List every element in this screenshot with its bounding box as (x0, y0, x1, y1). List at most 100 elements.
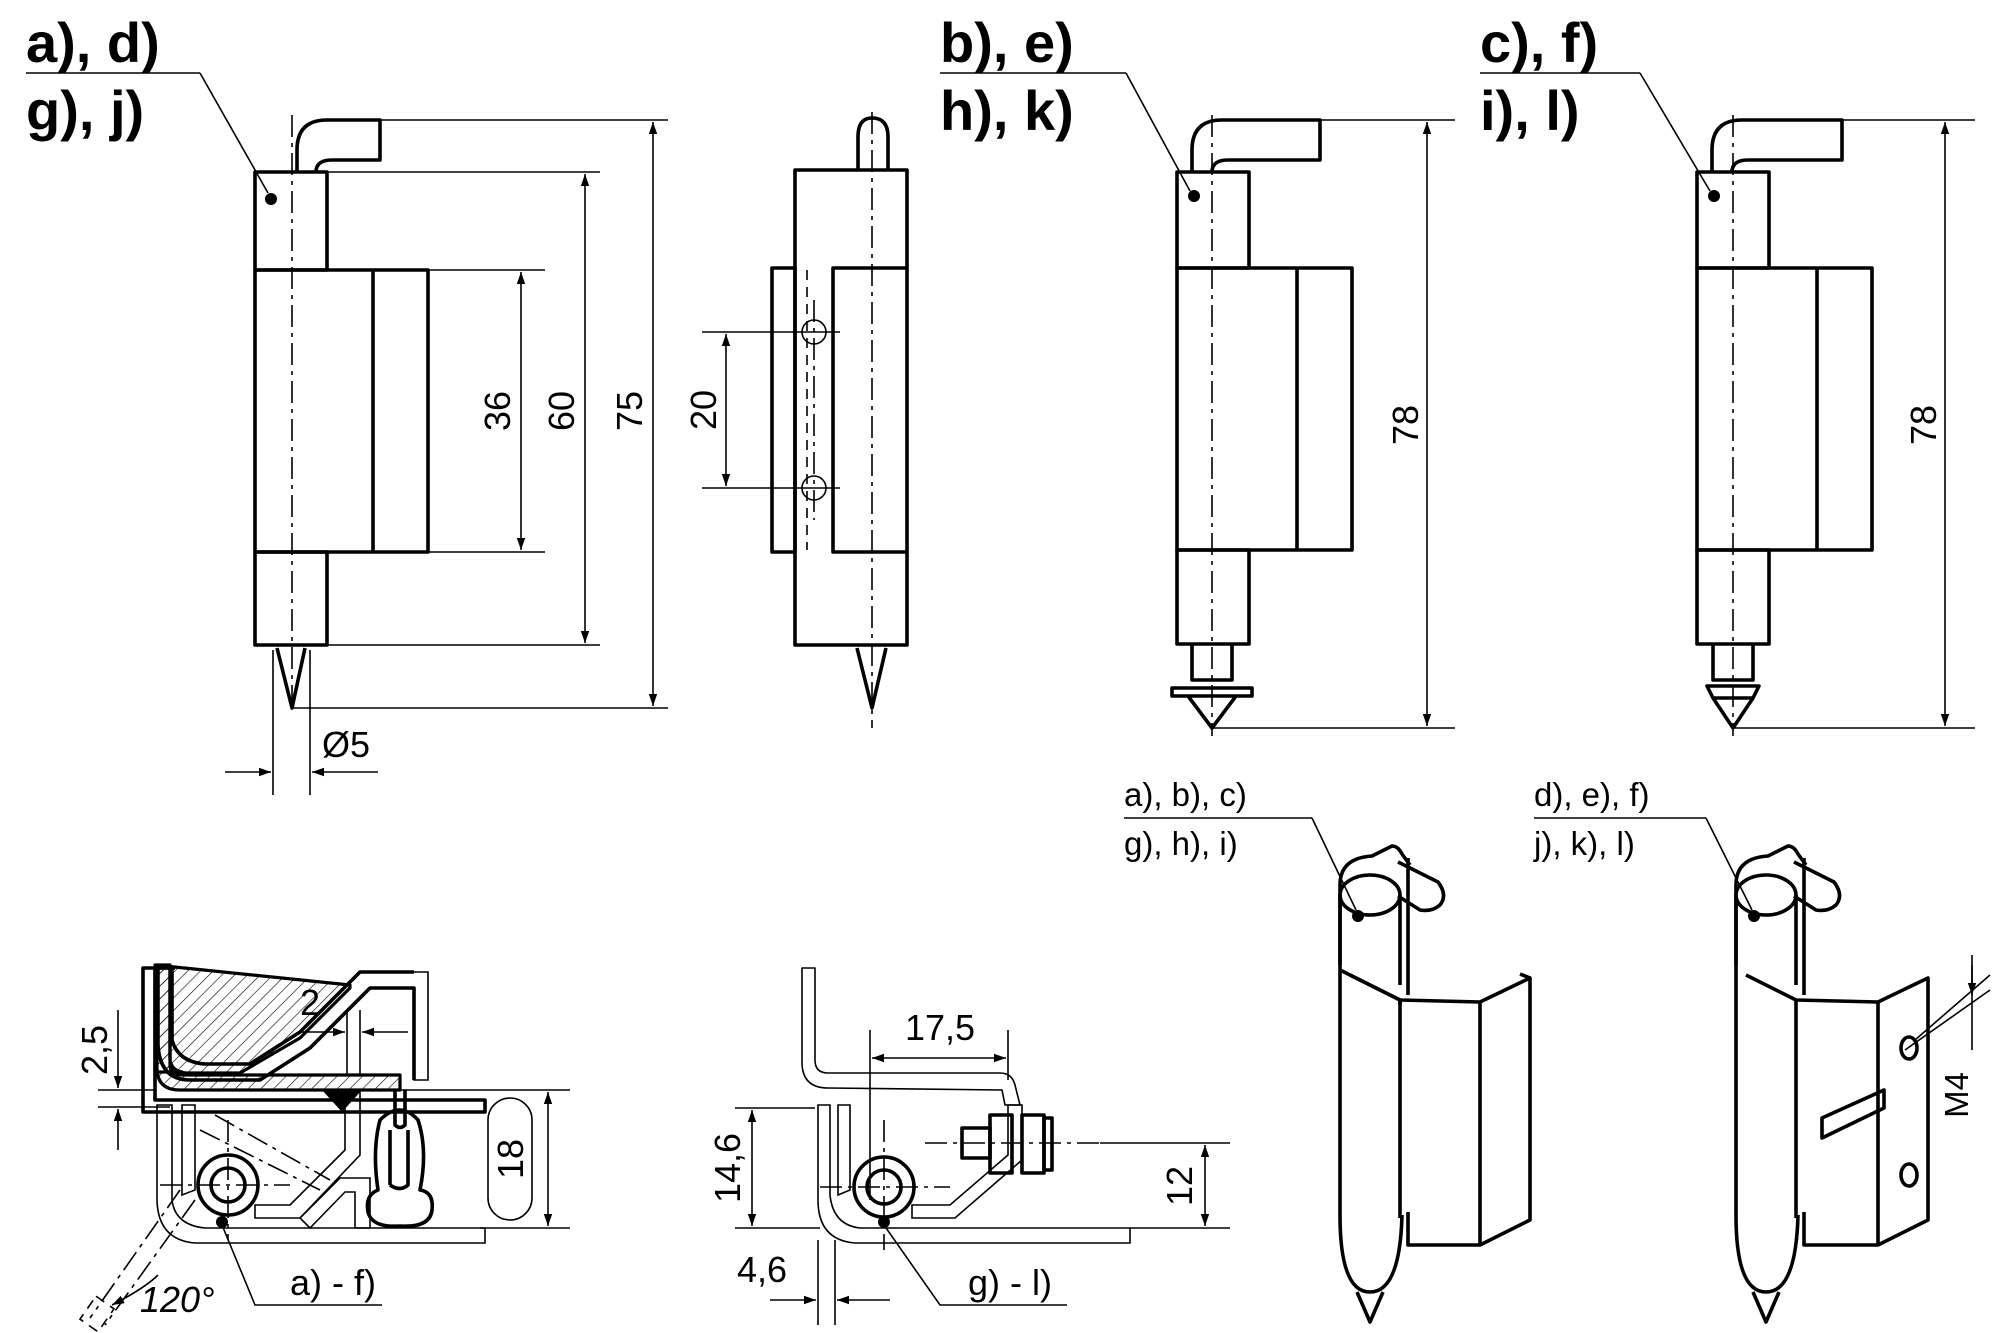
isometric-view-2: d), e), f) j), k), l) M4 (1533, 776, 1991, 1324)
iso2-tip (1751, 1291, 1781, 1324)
iso2-slot (1820, 1088, 1886, 1140)
iso2-lower-knuckle (1734, 1214, 1800, 1294)
view1-leader (199, 72, 269, 194)
section1-spring-inner (388, 1130, 410, 1191)
section1-phantom-end (78, 1295, 116, 1333)
section2-note-text: g) - l) (968, 1262, 1052, 1303)
iso2-label-top: d), e), f) (1534, 776, 1650, 813)
section2-inner-plate (837, 1104, 851, 1197)
view2-leader-dot (1188, 190, 1200, 202)
front-view-2: b), e) h), k) 78 (940, 11, 1455, 736)
section1-top-leaf-drawn-real (155, 966, 402, 1092)
iso1-leader (1311, 817, 1357, 911)
iso1-leaf (1349, 973, 1532, 1247)
thread-line (1914, 974, 1991, 1041)
view1-pin-tip (275, 647, 307, 710)
section1-weld (322, 1090, 362, 1112)
iso1-bend (1338, 844, 1412, 965)
side-plate (770, 266, 797, 554)
view1-upper-knuckle (253, 170, 329, 272)
dim-12-text: 12 (1159, 1166, 1200, 1206)
side-pin-tip (855, 647, 888, 710)
side-body (793, 168, 909, 647)
section2-base-plate (817, 1104, 1131, 1244)
dim-14-6-text: 14,6 (707, 1133, 748, 1203)
view1-label-bottom: g), j) (26, 79, 144, 142)
dim-36-text: 36 (477, 391, 518, 431)
section1-note-leader (221, 1224, 382, 1306)
iso2-leaf (1745, 973, 1930, 1247)
iso1-label-top: a), b), c) (1124, 776, 1247, 813)
iso2-knuckle-sides (1734, 895, 1798, 1215)
iso1-knuckle-sides (1338, 895, 1402, 1215)
view2-lower-knuckle (1175, 548, 1251, 646)
dia-5-text: Ø5 (322, 724, 370, 765)
view3-leader-dot (1708, 190, 1720, 202)
dim-18-frame (487, 1097, 533, 1221)
section1-dimensions: 2,5 2 18 120° a) - f) (74, 982, 570, 1320)
view2-pin-shank (1190, 644, 1234, 682)
section1-note-dot (216, 1216, 228, 1228)
section1-upper-leaf-visible-geom (153, 963, 352, 1075)
section1-inner-plate (181, 1104, 196, 1197)
dim-75-text: 75 (609, 391, 650, 431)
iso2-pin-arm (1793, 860, 1842, 913)
front-view-3: c), f) i), l) 78 (1480, 11, 1975, 736)
section2-nut-left (988, 1113, 1014, 1175)
dim-20-text: 20 (683, 390, 724, 430)
view3-leaf (1695, 266, 1874, 552)
view3-pin-bend (1710, 118, 1844, 173)
view1-leaf (253, 268, 430, 554)
section2-sloped-leaf (911, 1104, 1023, 1219)
dim-2-5-text: 2,5 (74, 1025, 115, 1075)
view1-leader-dot (265, 193, 277, 205)
iso2-m4-hole (1899, 1035, 1919, 1061)
iso1-lower-knuckle (1338, 1214, 1404, 1294)
iso1-leaf-folds (1398, 972, 1531, 1245)
angle-arc (111, 1274, 159, 1306)
section1-spring-clip (365, 1108, 435, 1229)
iso2-leader (1705, 817, 1753, 911)
side-pin-top (856, 116, 890, 170)
dim-2-text: 2 (300, 982, 320, 1023)
iso2-leaf-folds (1794, 1000, 1880, 1245)
section2-nut-right (1020, 1113, 1046, 1175)
section1-phantom-b (89, 1189, 196, 1326)
section2-note-dot (878, 1216, 890, 1228)
view3-label-top: c), f) (1480, 11, 1598, 74)
iso1-knuckle-split (1339, 968, 1402, 1005)
view1-pin-bend (295, 118, 382, 173)
side-leaf (831, 266, 907, 554)
iso2-label-bottom: j), k), l) (1533, 825, 1635, 862)
side-view: 20 (683, 112, 909, 728)
view1-label-top: a), d) (26, 11, 160, 74)
iso1-pin-arm (1397, 860, 1446, 913)
angle-text: 120° (140, 1279, 214, 1320)
section2-bolt-end (1042, 1116, 1054, 1172)
section2-note-leader (883, 1224, 1067, 1306)
view1-lower-knuckle (253, 550, 329, 647)
dim-18-text: 18 (490, 1139, 531, 1179)
section1-note-text: a) - f) (290, 1262, 376, 1303)
view2-leaf (1175, 266, 1354, 552)
view3-label-bottom: i), l) (1480, 79, 1580, 142)
dim-78a-text: 78 (1385, 405, 1426, 445)
dim-4-6-text: 4,6 (737, 1249, 787, 1290)
dim-60-text: 60 (541, 391, 582, 431)
view2-label-top: b), e) (940, 11, 1074, 74)
thread-line (1904, 989, 1991, 1051)
section1-base-plate (156, 1104, 486, 1244)
dim-78b-text: 78 (1903, 405, 1944, 445)
section1-right-plate (298, 1177, 371, 1230)
isometric-view-1: a), b), c) g), h), i) (1124, 776, 1532, 1324)
view2-label-bottom: h), k) (940, 79, 1074, 142)
m4-text: M4 (1938, 1072, 1975, 1118)
iso1-label-bottom: g), h), i) (1124, 825, 1238, 862)
iso1-tip (1355, 1291, 1385, 1324)
view3-pin-shank (1711, 644, 1755, 682)
section1-spring-stem (393, 1090, 407, 1130)
section-view-2: 17,5 14,6 12 4,6 g) - l) (707, 967, 1230, 1325)
section1-mechanics (78, 1089, 486, 1333)
section2-top-leaf (801, 967, 1021, 1106)
